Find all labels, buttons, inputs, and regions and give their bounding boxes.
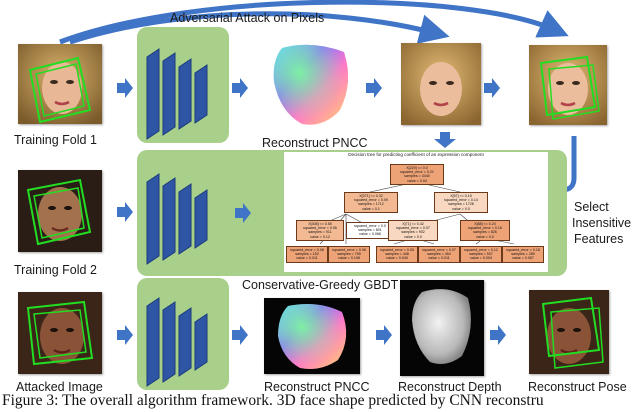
arrow-depth-to-pose	[490, 325, 506, 345]
landmark-box	[28, 56, 92, 124]
pose-box	[541, 296, 601, 358]
cnn-panel-top	[137, 27, 229, 143]
cnn-blocks	[146, 48, 208, 140]
depth-render	[400, 280, 484, 376]
face-image	[18, 44, 102, 124]
reconstruct-pncc-top-label: Reconstruct PNCC	[262, 136, 368, 150]
tree-node: X[88] <= 0.24 squared_error = 0.16 sampl…	[460, 220, 510, 241]
face-image	[401, 43, 481, 125]
pose-photo-top	[529, 45, 607, 125]
arrow-attacked-img-to-cnn	[117, 325, 133, 345]
tree-node: X[308] <= 0.55 squared_error = 0.06 samp…	[296, 220, 344, 241]
arrow-cnn-to-pncc-bottom	[232, 325, 248, 345]
face-image	[529, 290, 609, 374]
arrow-down-to-tree	[434, 132, 456, 148]
arrow-pncc-to-attacked	[366, 78, 382, 98]
reconstruct-pose-label: Reconstruct Pose	[528, 380, 627, 394]
arrow-cnn-to-tree	[235, 203, 251, 223]
tree-node: X[371] <= 0.32 squared_error = 0.09 samp…	[344, 192, 398, 213]
landmark-box	[26, 300, 94, 366]
arrow-fold1-to-cnn	[117, 78, 133, 98]
cnn-blocks	[146, 173, 208, 265]
tree-node: X[229] <= 0.0 squared_error = 0.21 sampl…	[390, 164, 444, 185]
arrow-attacked-to-pose1	[484, 78, 500, 98]
figure-caption: Figure 3: The overall algorithm framewor…	[2, 392, 544, 409]
pncc-render	[264, 298, 360, 374]
face-image	[529, 45, 607, 125]
pose-photo-bottom	[529, 290, 609, 374]
tree-node: squared_error = 0.06 samples = 759 value…	[328, 246, 370, 263]
cnn-blocks	[146, 297, 208, 387]
tree-node: squared_error = 0.06 samples = 152 value…	[286, 246, 328, 263]
reconstruct-depth-label: Reconstruct Depth	[398, 380, 502, 394]
reconstruct-pncc-bottom-image	[264, 298, 360, 374]
cnn-panel-bottom	[137, 278, 229, 390]
select-features-line-3: Features	[574, 232, 624, 246]
tree-node: squared_error = 0.18 samples = 289 value…	[502, 246, 544, 263]
reconstruct-pncc-top-image	[262, 38, 360, 130]
tree-title: Decision tree for predicting coefficient…	[348, 152, 484, 157]
attacked-photo-top	[401, 43, 481, 125]
arrow-pncc-to-depth	[376, 325, 392, 345]
landmark-box	[26, 178, 92, 246]
pncc-render	[273, 44, 349, 125]
select-features-line-1: Select	[574, 200, 609, 214]
tree-node: squared_error = 0.0 samples = 801 value …	[346, 222, 394, 239]
face-image	[18, 292, 102, 374]
attack-arc-long	[59, 0, 569, 45]
tree-node: X[71] <= 0.42 squared_error = 0.07 sampl…	[388, 220, 438, 241]
pose-box	[539, 55, 597, 117]
tree-node: squared_error = 0.05 samples = 448 value…	[376, 246, 418, 263]
attacked-image-label: Attacked Image	[16, 380, 103, 394]
face-image	[18, 170, 102, 252]
attacked-image-photo	[18, 292, 102, 374]
arrow-fold2-to-cnn	[117, 202, 133, 222]
adversarial-attack-label: Adversarial Attack on Pixels	[170, 11, 325, 25]
tree-node: X[57] <= 0.15 squared_error = 0.14 sampl…	[434, 192, 488, 213]
training-fold-2-photo	[18, 170, 102, 252]
reconstruct-pncc-bottom-label: Reconstruct PNCC	[264, 380, 370, 394]
training-fold-2-label: Training Fold 2	[14, 263, 97, 277]
training-fold-1-label: Training Fold 1	[14, 133, 97, 147]
decision-tree: Decision tree for predicting coefficient…	[284, 152, 548, 272]
arrow-cnn-to-pncc	[232, 78, 248, 98]
reconstruct-depth-image	[400, 280, 484, 376]
attack-arc-short	[69, 11, 450, 45]
training-fold-1-photo	[18, 44, 102, 124]
select-features-line-2: Insensitive	[572, 216, 632, 230]
tree-node: squared_error = 0.12 samples = 537 value…	[460, 246, 502, 263]
conservative-greedy-label: Conservative-Greedy GBDT	[242, 278, 399, 292]
tree-node: squared_error = 0.07 samples = 454 value…	[418, 246, 460, 263]
